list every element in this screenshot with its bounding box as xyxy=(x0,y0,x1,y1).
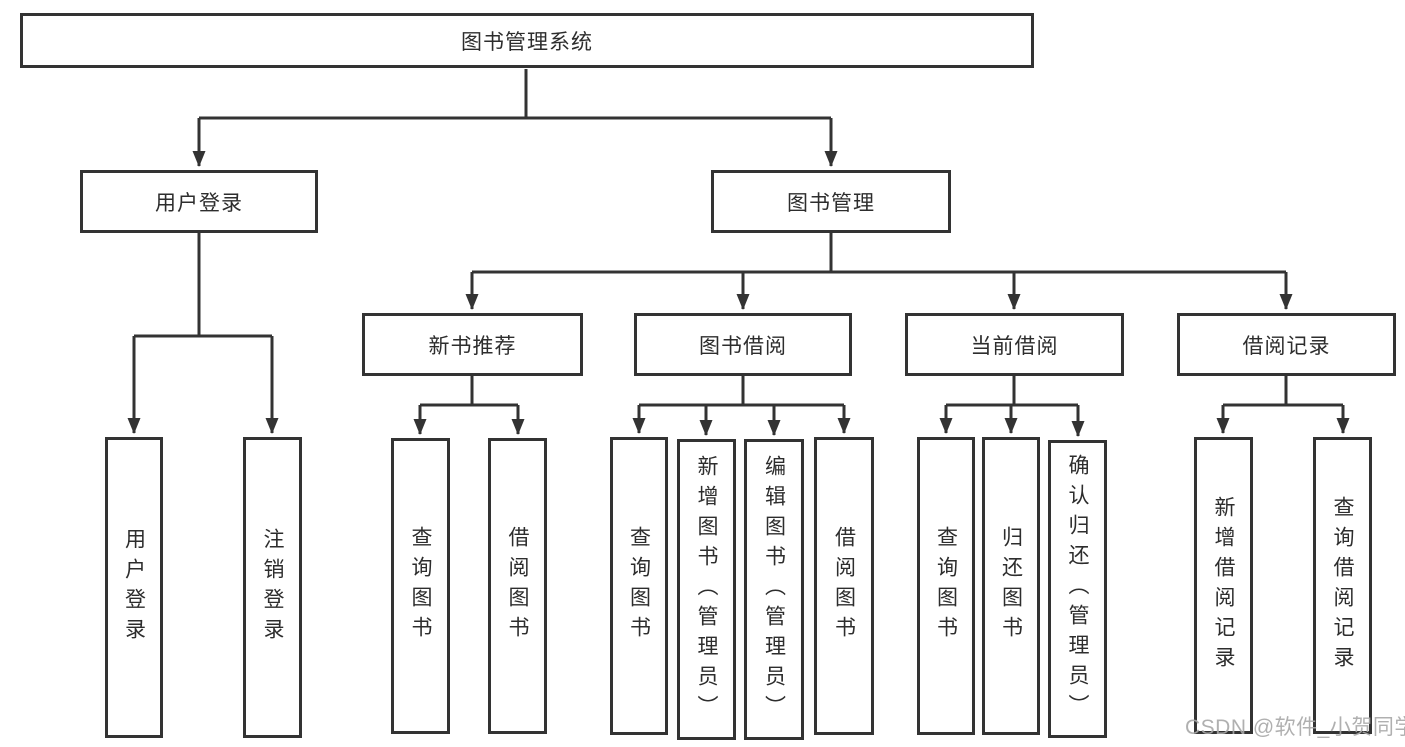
node-current-borrow: 当前借阅 xyxy=(905,313,1124,376)
node-label: 借阅图书 xyxy=(832,526,856,646)
node-label: 图书管理系统 xyxy=(461,30,593,54)
node-bb-query-books: 查询图书 xyxy=(610,437,668,735)
node-borrow-records: 借阅记录 xyxy=(1177,313,1396,376)
node-label: 查询图书 xyxy=(934,526,958,646)
node-label: 查询图书 xyxy=(409,526,432,646)
node-user-login: 用户登录 xyxy=(80,170,318,233)
node-label: 查询图书 xyxy=(627,526,651,646)
node-label: 图书借阅 xyxy=(699,334,787,358)
node-label: 借阅记录 xyxy=(1242,334,1331,358)
node-label: 编辑图书（管理员） xyxy=(762,454,786,725)
node-new-book-recommend: 新书推荐 xyxy=(362,313,583,376)
node-library-management-system: 图书管理系统 xyxy=(20,13,1034,68)
node-label: 归还图书 xyxy=(999,526,1023,646)
node-bb-borrow-books: 借阅图书 xyxy=(814,437,874,735)
node-label: 新增借阅记录 xyxy=(1212,495,1235,676)
node-label: 新书推荐 xyxy=(428,334,517,358)
csdn-watermark: CSDN @软件_小贺同学 xyxy=(1185,716,1405,739)
node-label: 用户登录 xyxy=(155,191,243,215)
node-login-logout: 注销登录 xyxy=(243,437,302,738)
node-br-query-borrow-record: 查询借阅记录 xyxy=(1313,437,1372,734)
node-label: 查询借阅记录 xyxy=(1331,495,1354,676)
node-cb-return-books: 归还图书 xyxy=(982,437,1040,735)
node-label: 图书管理 xyxy=(787,191,875,215)
node-cb-confirm-return-admin: 确认归还（管理员） xyxy=(1048,440,1107,738)
node-book-borrow: 图书借阅 xyxy=(634,313,852,376)
node-label: 确认归还（管理员） xyxy=(1066,454,1089,724)
node-book-management: 图书管理 xyxy=(711,170,951,233)
node-br-add-borrow-record: 新增借阅记录 xyxy=(1194,437,1253,734)
node-rec-borrow-books: 借阅图书 xyxy=(488,438,547,734)
node-label: 借阅图书 xyxy=(506,526,529,646)
node-rec-query-books: 查询图书 xyxy=(391,438,450,734)
node-cb-query-books: 查询图书 xyxy=(917,437,975,735)
node-label: 当前借阅 xyxy=(970,334,1059,358)
node-label: 用户登录 xyxy=(122,527,146,648)
node-login-user-login: 用户登录 xyxy=(105,437,163,738)
node-label: 注销登录 xyxy=(261,527,284,648)
node-bb-edit-books-admin: 编辑图书（管理员） xyxy=(744,439,804,740)
node-bb-add-books-admin: 新增图书（管理员） xyxy=(677,439,736,740)
node-label: 新增图书（管理员） xyxy=(695,454,718,725)
